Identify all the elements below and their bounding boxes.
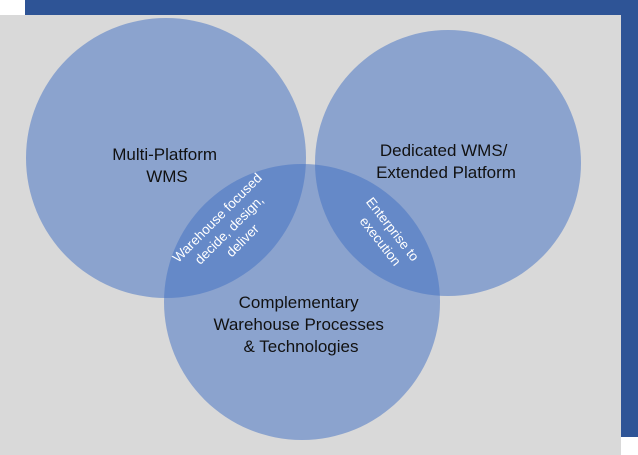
dedicated-wms-label-line1: Dedicated WMS/	[380, 141, 508, 160]
complementary-label-line3: & Technologies	[244, 337, 359, 356]
complementary-label-line1: Complementary	[239, 293, 359, 312]
dedicated-wms-label-line2: Extended Platform	[376, 163, 516, 182]
dedicated-wms-label: Dedicated WMS/ Extended Platform	[376, 141, 516, 182]
complementary-label-line2: Warehouse Processes	[213, 315, 383, 334]
multi-platform-label-line1: Multi-Platform	[112, 145, 217, 164]
multi-platform-label: Multi-Platform WMS	[112, 145, 222, 186]
multi-platform-label-line2: WMS	[146, 167, 188, 186]
complementary-label: Complementary Warehouse Processes & Tech…	[213, 293, 388, 356]
circle-complementary-processes	[164, 164, 440, 440]
